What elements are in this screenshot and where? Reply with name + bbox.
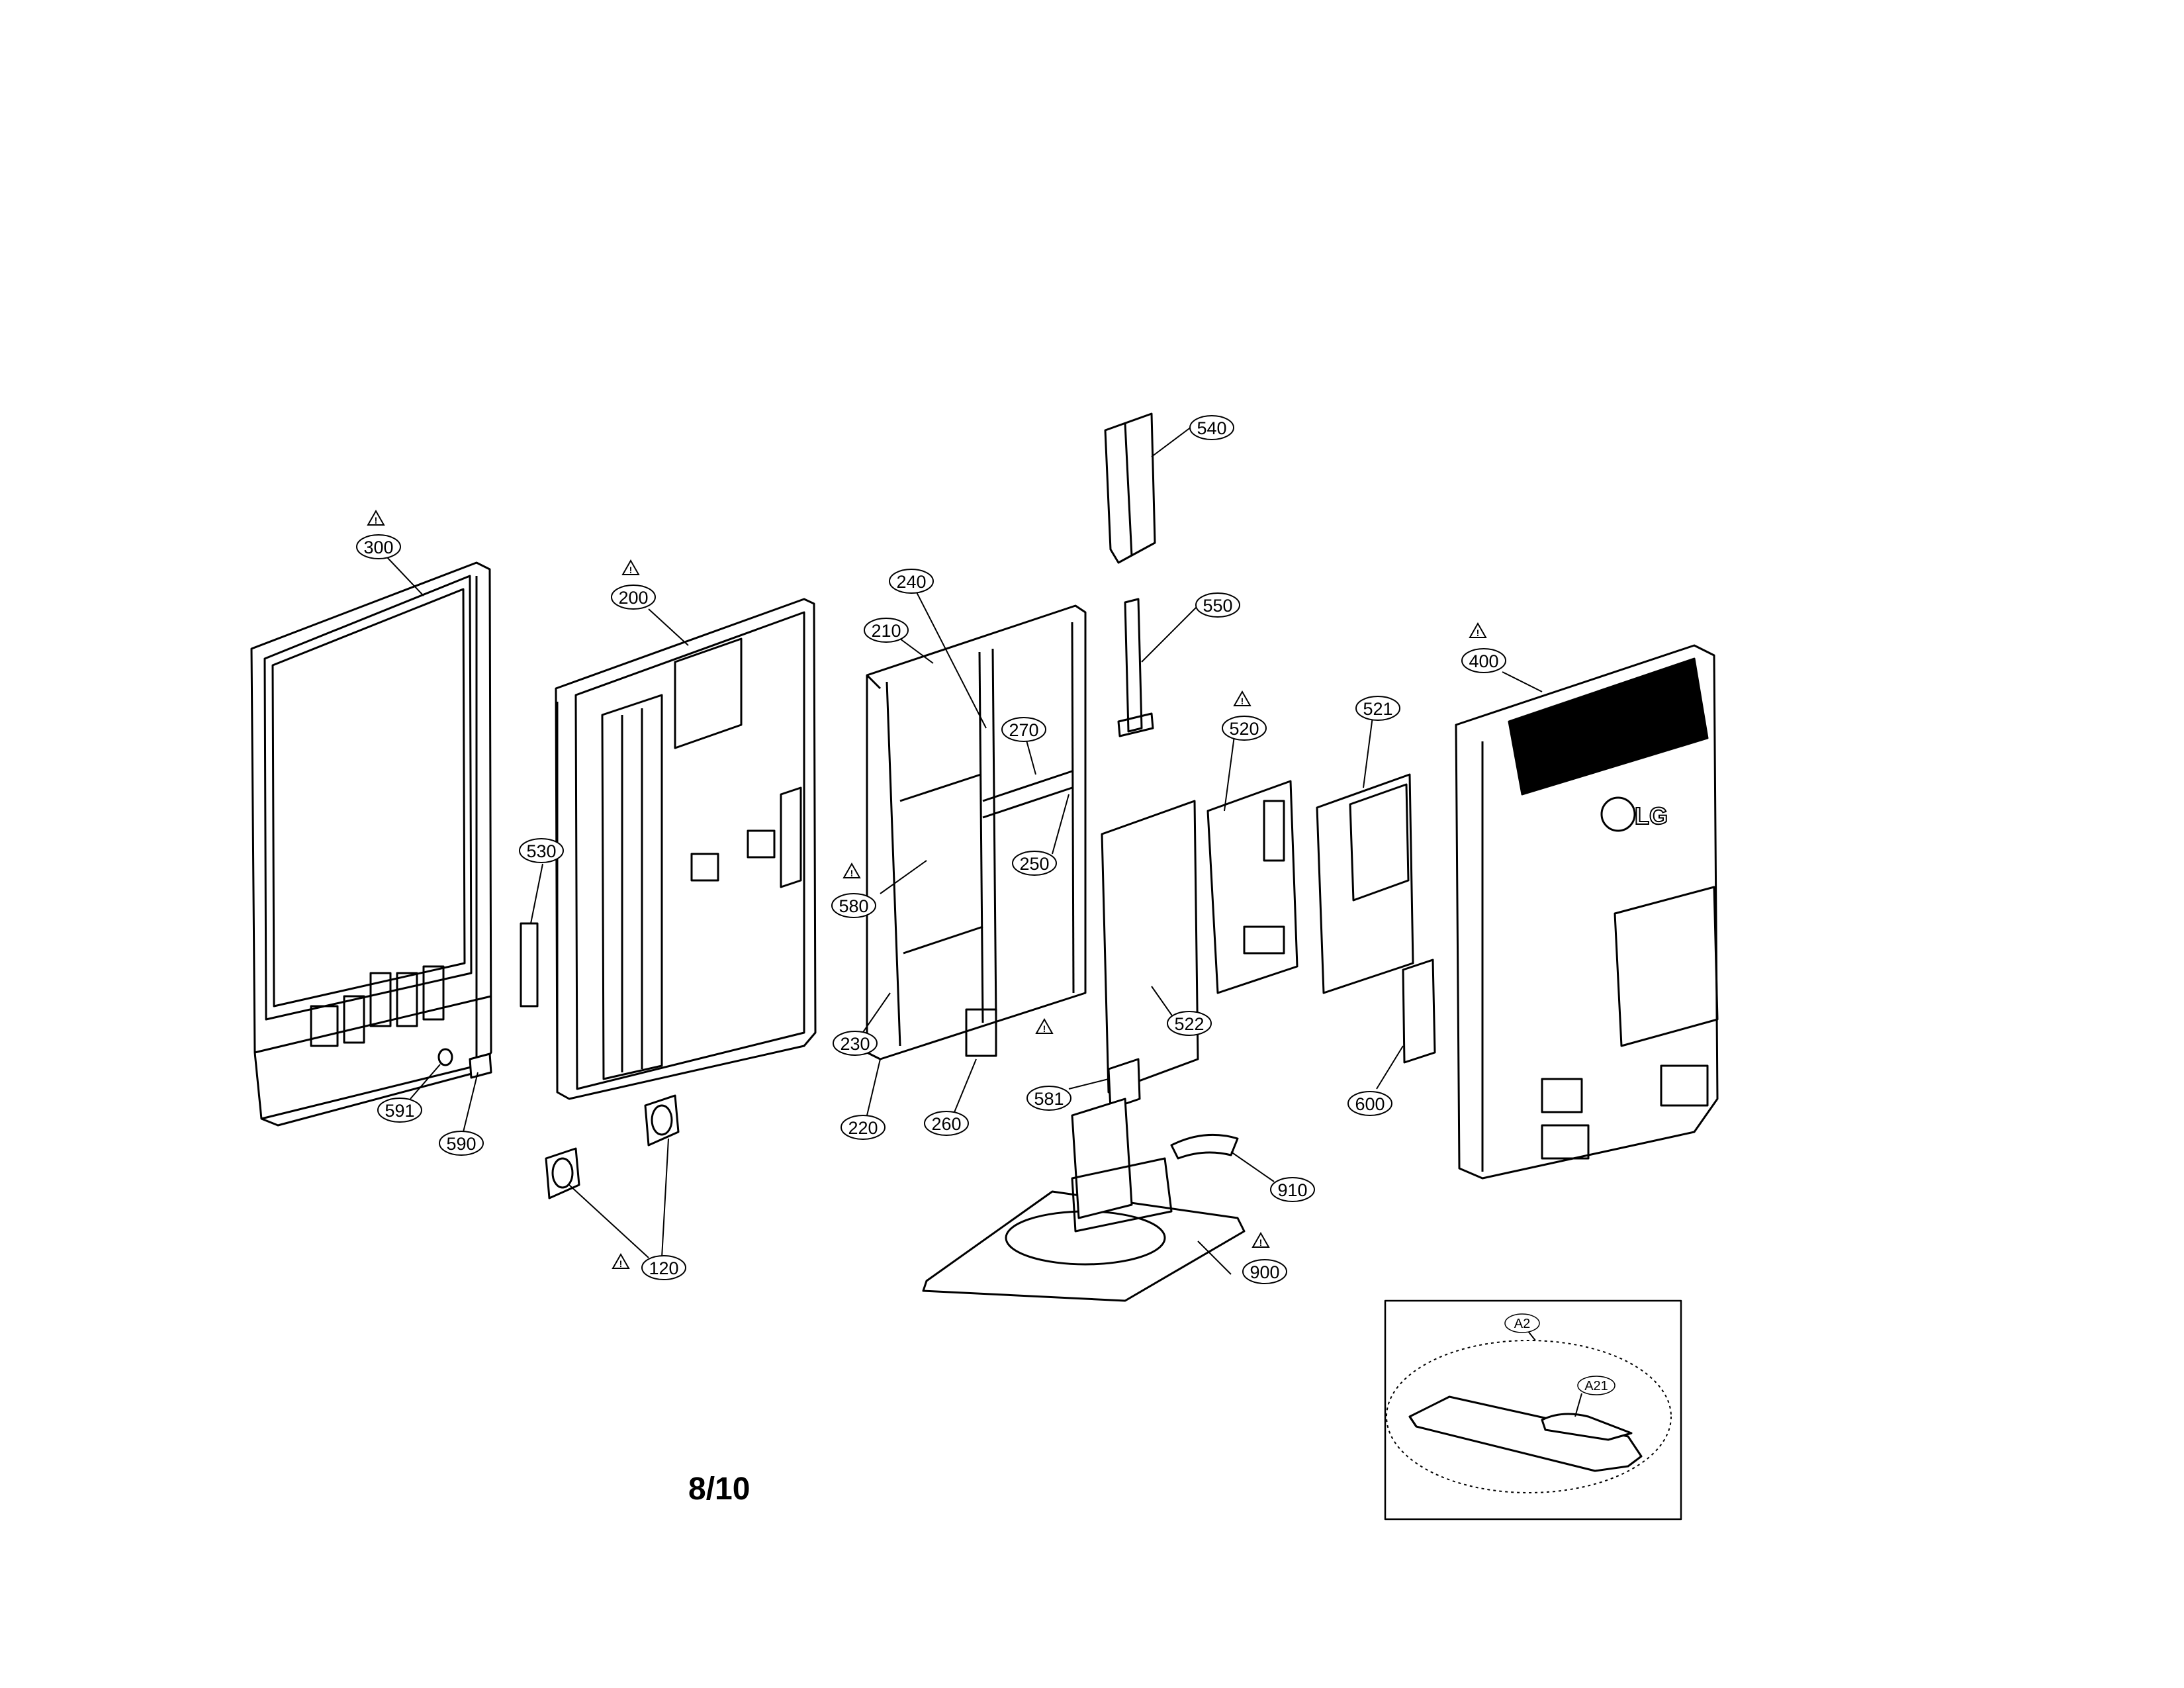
part-521-board-shield	[1316, 773, 1414, 994]
callout-540: 540	[1189, 415, 1234, 440]
lg-logo-text: LG	[1635, 802, 1668, 829]
callout-a21: A21	[1577, 1376, 1615, 1395]
callout-550: 550	[1195, 592, 1240, 618]
callout-a2: A2	[1504, 1313, 1540, 1333]
callout-label: 550	[1203, 596, 1232, 616]
callout-910: 910	[1270, 1177, 1315, 1202]
callout-label: 200	[618, 588, 648, 608]
callout-label: 210	[871, 621, 901, 641]
part-520-main-board	[1206, 780, 1298, 994]
callout-120: 120	[641, 1255, 686, 1280]
callout-300: 300	[356, 534, 401, 559]
svg-text:!: !	[619, 1258, 623, 1269]
callout-520: 520	[1222, 716, 1267, 741]
svg-text:!: !	[375, 515, 378, 526]
callout-900: 900	[1242, 1259, 1287, 1284]
part-550-bracket	[1117, 598, 1154, 737]
warning-icon	[1469, 622, 1487, 638]
part-522-shield	[1101, 800, 1199, 1094]
page-number: 8/10	[688, 1472, 751, 1507]
callout-label: 522	[1174, 1014, 1204, 1034]
svg-text:!: !	[850, 868, 854, 878]
callout-260: 260	[924, 1111, 969, 1136]
callout-210: 210	[864, 618, 909, 643]
callout-label: 520	[1229, 719, 1259, 739]
part-210-frame	[866, 604, 1087, 1060]
callout-200: 200	[611, 585, 656, 610]
callout-label: 400	[1469, 651, 1498, 671]
callout-label: 220	[848, 1118, 878, 1138]
callout-label: 580	[839, 896, 868, 916]
warning-icon	[621, 559, 640, 575]
svg-text:!: !	[1259, 1237, 1263, 1248]
part-400-back-cover	[1455, 644, 1719, 1180]
callout-label: 540	[1197, 418, 1226, 438]
callout-label: 521	[1363, 699, 1392, 719]
callout-label: 581	[1034, 1089, 1064, 1109]
callout-521: 521	[1355, 696, 1400, 721]
callout-label: 270	[1009, 720, 1038, 740]
part-591-power-button	[437, 1048, 453, 1066]
callout-label: A21	[1584, 1379, 1608, 1393]
warning-icon	[1233, 690, 1251, 706]
callout-522: 522	[1167, 1011, 1212, 1036]
callout-label: 590	[446, 1134, 476, 1154]
callout-label: 591	[385, 1101, 414, 1121]
inset-box	[1384, 1299, 1682, 1521]
callout-590: 590	[439, 1131, 484, 1156]
warning-symbols	[367, 509, 1487, 1269]
callout-240: 240	[889, 569, 934, 594]
warning-icon	[1035, 1017, 1054, 1034]
svg-text:!: !	[1477, 628, 1480, 638]
callout-label: 120	[649, 1258, 678, 1278]
svg-text:!: !	[629, 565, 633, 575]
callout-label: 900	[1250, 1262, 1279, 1282]
part-910-cover	[1170, 1133, 1239, 1160]
svg-text:!: !	[1241, 696, 1244, 706]
part-590-ir-board	[469, 1053, 492, 1079]
part-600-side-av	[1402, 959, 1436, 1064]
callout-600: 600	[1347, 1091, 1392, 1116]
callout-581: 581	[1026, 1086, 1071, 1111]
callout-label: 260	[931, 1114, 961, 1134]
lg-logo: LG	[1600, 796, 1668, 832]
callout-label: 530	[526, 841, 556, 861]
part-900-stand	[922, 1098, 1246, 1302]
warning-icon	[367, 509, 385, 526]
part-120-speakers	[545, 1094, 680, 1199]
part-200-lcd-panel	[555, 598, 817, 1100]
callout-591: 591	[377, 1098, 422, 1123]
callout-label: 300	[363, 538, 393, 557]
warning-icon	[842, 862, 861, 878]
inset-dotted-ellipse	[1386, 1340, 1672, 1493]
svg-text:!: !	[1043, 1023, 1046, 1034]
callout-530: 530	[519, 838, 564, 863]
leader-lines	[387, 426, 1582, 1417]
callout-label: 250	[1019, 854, 1049, 874]
callout-250: 250	[1012, 851, 1057, 876]
callout-label: 230	[840, 1034, 870, 1054]
callout-label: 240	[896, 572, 926, 592]
part-a21-battery-cover	[1541, 1413, 1633, 1441]
callout-label: A2	[1514, 1317, 1530, 1331]
callout-label: 910	[1277, 1180, 1307, 1200]
callout-580: 580	[831, 893, 876, 918]
callout-270: 270	[1001, 717, 1046, 742]
warning-icon	[612, 1252, 630, 1269]
callout-label: 600	[1355, 1094, 1385, 1114]
part-a2-remote	[1408, 1395, 1643, 1472]
part-300-front-bezel	[250, 561, 492, 1127]
callout-400: 400	[1461, 648, 1506, 673]
callout-230: 230	[833, 1031, 878, 1056]
part-540-bracket	[1104, 412, 1156, 564]
part-581-power-bracket	[1107, 1058, 1141, 1110]
part-530-key-board	[520, 922, 539, 1008]
warning-icon	[1251, 1231, 1270, 1248]
callout-220: 220	[841, 1115, 886, 1140]
